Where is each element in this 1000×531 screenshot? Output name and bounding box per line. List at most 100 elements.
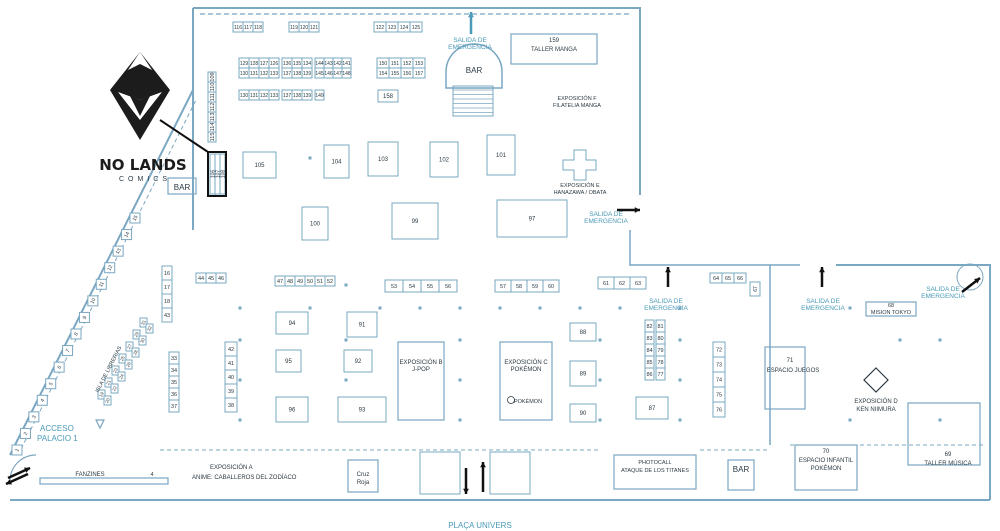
booth-number: 9: [82, 315, 89, 320]
booth-number: 4: [150, 472, 153, 478]
booth-number: 46: [218, 276, 224, 282]
booth-number: 109: [210, 72, 216, 81]
booth-number: 28: [132, 349, 139, 356]
booth-number: 1: [14, 448, 21, 453]
booth: [412, 67, 426, 79]
area-name: HANAZAWA / OBATA: [554, 190, 607, 196]
booth-number: 24: [118, 373, 125, 380]
booth-number: 143: [324, 61, 333, 67]
booth-number: 85: [646, 360, 652, 366]
booth-number: 150: [379, 61, 388, 67]
expo-c-area: [499, 341, 553, 421]
booth: [124, 359, 133, 370]
booth: [341, 67, 352, 79]
pillar: [238, 306, 242, 310]
booth-number: 51: [317, 279, 323, 285]
area-name: EXPOSICIÓN B: [399, 359, 442, 366]
diamond-icon: [863, 367, 889, 393]
area-name: EXPOSICIÓN F: [557, 95, 597, 102]
booth: [112, 245, 124, 257]
booth-number: 5: [48, 381, 55, 386]
exit-label: SALIDA DE: [589, 211, 623, 218]
booth: [377, 89, 399, 103]
area-name: TALLER MANGA: [531, 47, 577, 53]
arrowhead-icon: [6, 479, 12, 485]
pillar: [308, 306, 312, 310]
booth-number: 58: [516, 284, 522, 290]
arrowhead-icon: [665, 267, 671, 273]
booth-number: 146: [324, 71, 333, 77]
booth-number: 4: [40, 398, 47, 403]
booth-number: 151: [391, 61, 400, 67]
booth-number: 29: [133, 331, 140, 338]
area-name: J-POP: [412, 367, 430, 373]
booth-number: 56: [445, 284, 451, 290]
booth-number: 99: [412, 219, 419, 225]
booth-number: 135: [293, 61, 302, 67]
booth: [367, 141, 399, 177]
booth-number: 65: [725, 276, 731, 282]
arrowhead-icon: [634, 207, 640, 213]
booth: [644, 367, 655, 381]
booth-number: 72: [716, 347, 722, 353]
booth-number: 93: [359, 408, 366, 414]
booth: [252, 21, 264, 33]
booth-number: 87: [649, 406, 656, 412]
booth: [28, 411, 40, 423]
booth: [145, 323, 154, 334]
pillar: [598, 378, 602, 382]
booth: [268, 67, 280, 79]
exit-label: SALIDA DE: [649, 298, 683, 305]
booth-number: 81: [657, 324, 663, 330]
booth: [712, 401, 726, 418]
booth-number: 139: [303, 71, 312, 77]
booth-number: 11: [98, 281, 106, 289]
pillar: [378, 306, 382, 310]
pillar: [344, 378, 348, 382]
booth-number: 103: [378, 157, 389, 163]
booth-number: 6: [57, 365, 64, 370]
booth: [301, 67, 313, 79]
pillar: [238, 378, 242, 382]
booth-number: 91: [359, 323, 366, 329]
booth-number: 132: [260, 71, 269, 77]
booth-number: 117: [244, 25, 252, 31]
mid-wall: [629, 230, 771, 445]
logo-emblem-icon: [110, 52, 170, 140]
booth-number: 67: [753, 286, 759, 292]
walls: [9, 7, 991, 501]
booth-number: 76: [716, 407, 722, 413]
booth: [224, 397, 238, 413]
area-name: POKÉMON: [811, 465, 842, 472]
pillar: [598, 338, 602, 342]
booth-number: 45: [208, 276, 214, 282]
booth-number: 105: [254, 163, 265, 169]
booth-number: 2: [23, 431, 30, 436]
booth-number: 157: [415, 71, 424, 77]
pillar: [538, 306, 542, 310]
booth-number: 31: [140, 319, 147, 326]
booth-number: 79: [657, 348, 663, 354]
area-name: ANIME: CABALLEROS DEL ZODÍACO: [192, 474, 297, 481]
booth-number: 90: [580, 411, 587, 417]
booth: [242, 151, 277, 179]
booth-number: 26: [125, 361, 132, 368]
arrowhead-icon: [463, 488, 469, 494]
booth: [314, 89, 325, 101]
booth-number: 80: [657, 336, 663, 342]
booth-number: 114: [210, 123, 216, 132]
area-number: 71: [787, 358, 794, 364]
booth-number: 47: [277, 279, 283, 285]
pillar: [344, 338, 348, 342]
booth: [308, 21, 320, 33]
espacio-juegos-area: [764, 346, 806, 410]
booth-number: 41: [228, 361, 234, 367]
pillar: [678, 378, 682, 382]
booth-number: 141: [342, 61, 351, 67]
area-number: 69: [945, 452, 952, 458]
booth-number: 104: [331, 160, 342, 166]
area-name: POKÉMON: [514, 398, 542, 405]
